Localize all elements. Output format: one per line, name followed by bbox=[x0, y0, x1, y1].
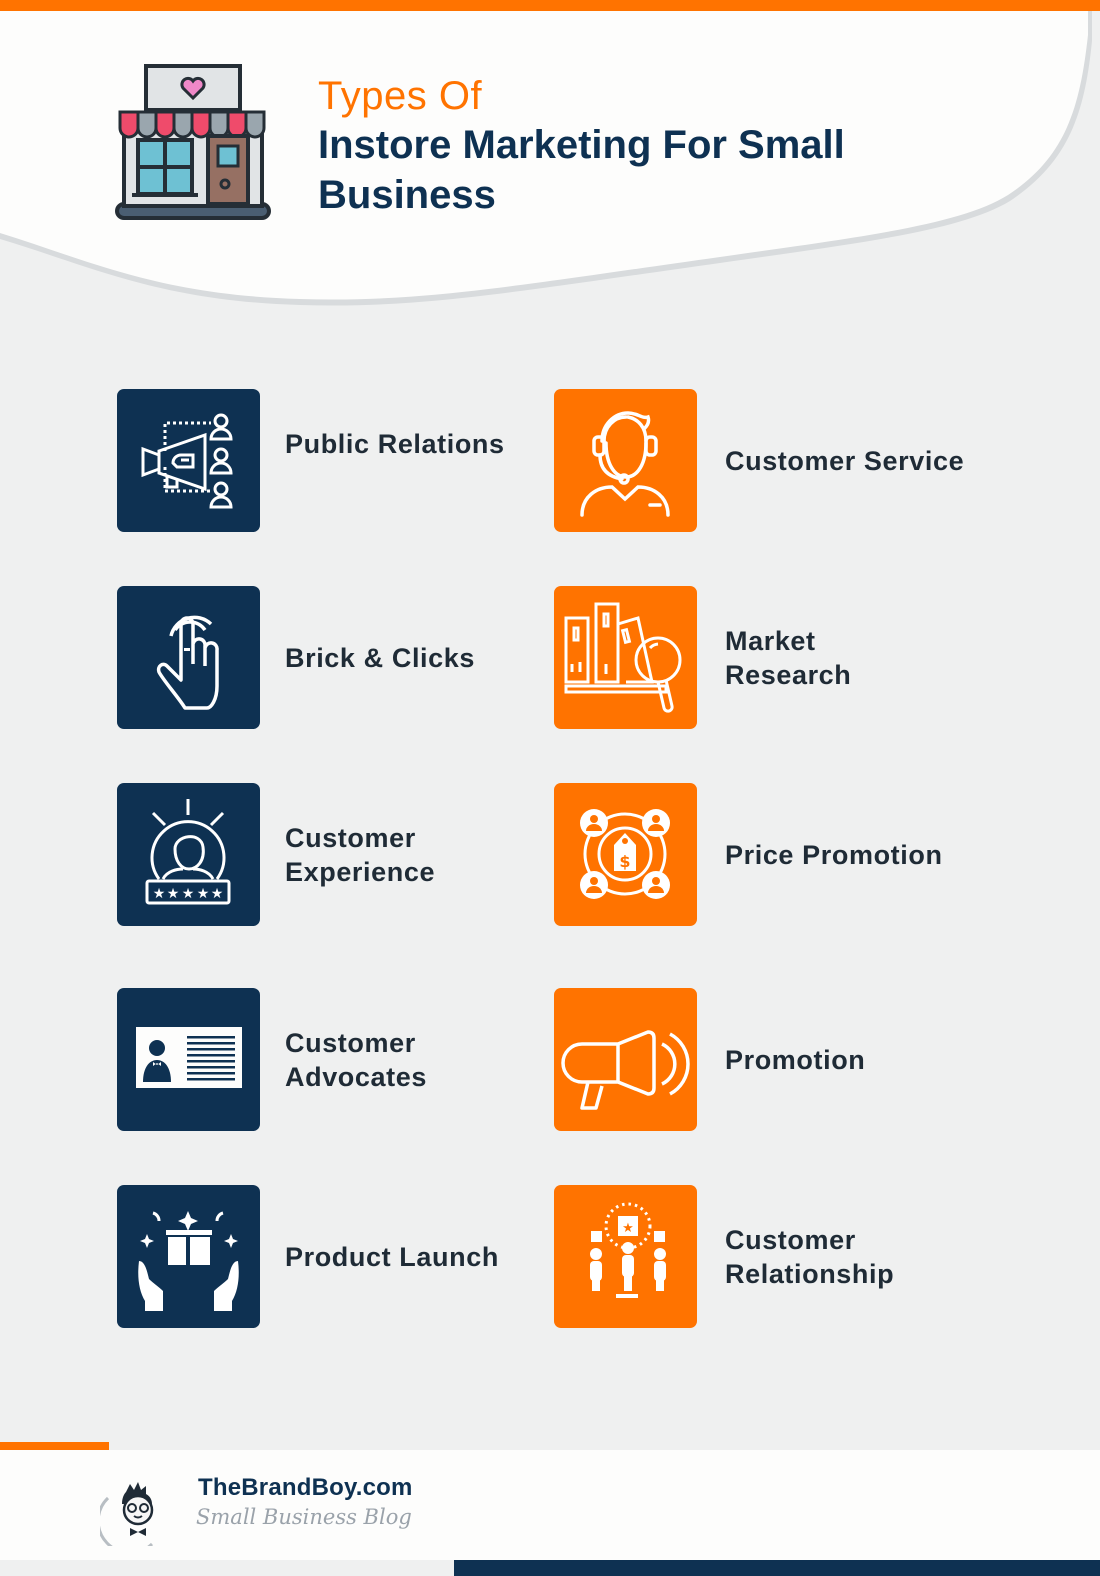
item-public-relations: Public Relations bbox=[117, 389, 505, 532]
item-label: Customer Relationship bbox=[725, 1224, 895, 1289]
tile bbox=[117, 389, 260, 532]
item-label: Price Promotion bbox=[725, 839, 943, 870]
svg-text:★: ★ bbox=[197, 886, 210, 902]
top-accent-bar bbox=[0, 0, 1100, 11]
item-label: Brick & Clicks bbox=[285, 642, 475, 673]
megaphone-icon bbox=[561, 1030, 690, 1110]
five-star-customer-icon: ★★★★★ bbox=[145, 799, 231, 905]
page-title: Instore Marketing For Small Business bbox=[318, 123, 845, 217]
headset-agent-icon bbox=[580, 411, 670, 517]
item-customer-service: Customer Service bbox=[554, 389, 964, 532]
header-background-shape bbox=[0, 11, 1092, 306]
footer bbox=[0, 1450, 1100, 1560]
item-label: Customer Service bbox=[725, 445, 965, 476]
brand-boy-avatar-icon bbox=[100, 1482, 154, 1546]
people-star-icon: ★ bbox=[590, 1202, 666, 1298]
tile bbox=[554, 389, 697, 532]
item-promotion: Promotion bbox=[554, 988, 865, 1131]
item-label: Market Research bbox=[725, 625, 852, 690]
footer-accent-bar bbox=[0, 1442, 109, 1450]
item-label: Customer Experience bbox=[285, 822, 436, 887]
item-customer-relationship: ★ Customer Relationship bbox=[554, 1185, 894, 1328]
gift-hands-icon bbox=[138, 1211, 239, 1311]
megaphone-audience-icon bbox=[141, 413, 233, 509]
svg-text:★: ★ bbox=[167, 886, 180, 902]
id-card-icon bbox=[136, 1027, 242, 1088]
item-label: Public Relations bbox=[285, 428, 505, 459]
item-product-launch: Product Launch bbox=[117, 1185, 499, 1328]
svg-text:★: ★ bbox=[153, 886, 166, 902]
svg-text:★: ★ bbox=[211, 886, 224, 902]
item-customer-experience: ★★★★★ Customer Experience bbox=[117, 783, 435, 926]
books-magnifier-icon bbox=[564, 602, 682, 713]
tap-hand-icon bbox=[156, 615, 219, 710]
item-label: Product Launch bbox=[285, 1241, 499, 1272]
item-label: Customer Advocates bbox=[285, 1027, 427, 1092]
tile: $ bbox=[554, 783, 697, 926]
storefront-icon bbox=[115, 64, 271, 220]
tile bbox=[117, 988, 260, 1131]
tile bbox=[117, 586, 260, 729]
footer-bottom-bar bbox=[454, 1560, 1100, 1576]
brand-name: TheBrandBoy.com bbox=[198, 1474, 413, 1501]
tile: ★ bbox=[554, 1185, 697, 1328]
item-brick-clicks: Brick & Clicks bbox=[117, 586, 475, 729]
svg-text:★: ★ bbox=[182, 886, 195, 902]
tile bbox=[554, 586, 697, 729]
price-tag-network-icon: $ bbox=[580, 809, 670, 899]
tile: ★★★★★ bbox=[117, 783, 260, 926]
svg-text:★: ★ bbox=[622, 1221, 634, 1236]
item-market-research: Market Research bbox=[554, 586, 851, 729]
title-prefix: Types Of bbox=[318, 74, 483, 118]
item-customer-advocates: Customer Advocates bbox=[117, 988, 427, 1131]
item-label: Promotion bbox=[725, 1044, 866, 1075]
item-price-promotion: $ Price Promotion bbox=[554, 783, 943, 926]
svg-text:$: $ bbox=[619, 852, 630, 871]
brand-tagline: Small Business Blog bbox=[196, 1505, 412, 1529]
tile bbox=[117, 1185, 260, 1328]
title-block: Types Of Instore Marketing For Small Bus… bbox=[318, 72, 938, 220]
tile bbox=[554, 988, 697, 1131]
